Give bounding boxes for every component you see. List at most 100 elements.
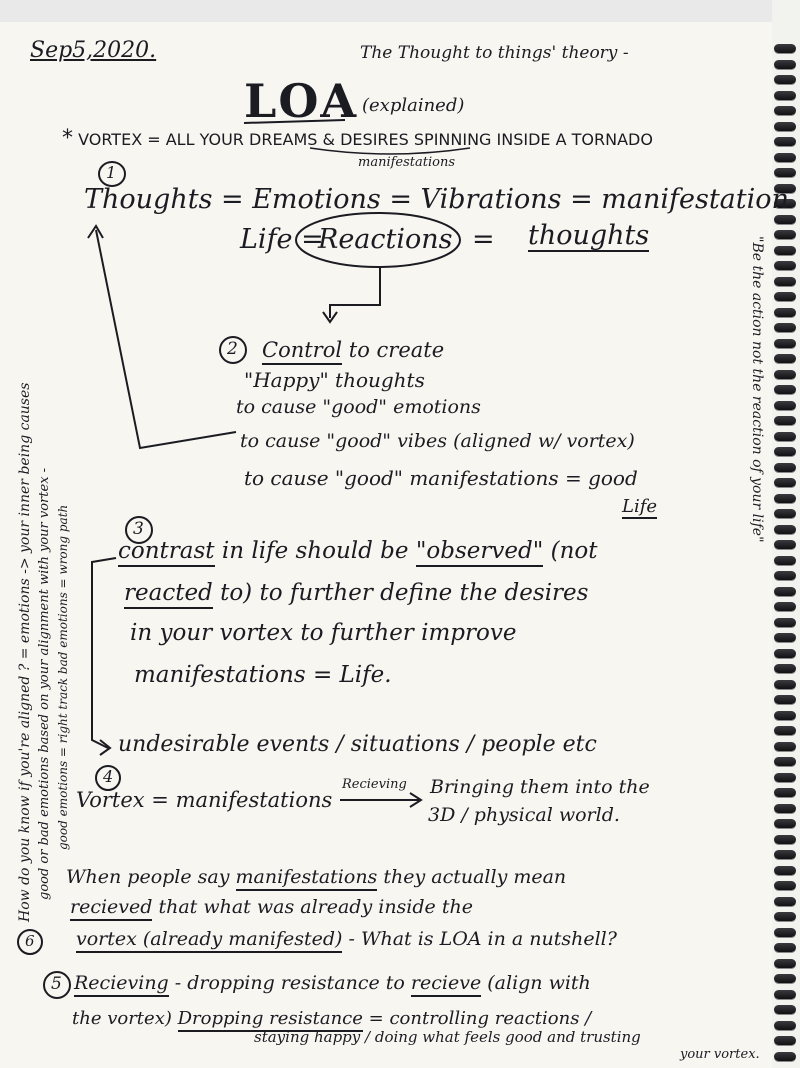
loop-back-arrow — [95, 229, 237, 450]
spiral-ring — [774, 183, 796, 193]
step-1-reactions: Reactions — [318, 224, 453, 255]
notebook-page — [0, 22, 772, 1068]
spiral-ring — [774, 664, 796, 673]
spiral-ring — [774, 555, 796, 565]
spiral-ring — [774, 230, 796, 239]
step-5-line-1: Recieving - dropping resistance to recie… — [74, 972, 591, 997]
spiral-ring — [774, 803, 796, 813]
observed-word: "observed" — [415, 538, 544, 567]
bringing-line-1: Bringing them into the — [430, 776, 650, 798]
spiral-ring — [774, 245, 796, 255]
spiral-ring — [774, 943, 796, 952]
spiral-ring — [774, 431, 796, 441]
contrast-word: contrast — [118, 538, 215, 567]
reactions-circle — [295, 212, 461, 268]
spiral-ring — [774, 912, 796, 921]
spiral-ring — [774, 168, 796, 177]
step-4-vortex: Vortex = manifestations — [76, 788, 333, 812]
step-5-number: 5 — [51, 974, 62, 994]
spiral-ring — [774, 369, 796, 379]
dreams-desires: DREAMS & DESIRES — [249, 130, 409, 149]
spiral-ring — [774, 896, 796, 906]
step-5-line-3: staying happy / doing what feels good an… — [254, 1028, 641, 1046]
circle-step-2 — [219, 336, 247, 364]
spiral-ring — [774, 106, 796, 115]
step-2-line-1: Control to create — [262, 338, 445, 365]
spiral-ring — [774, 1005, 796, 1014]
spiral-ring — [774, 586, 796, 596]
recieve-word: recieve — [410, 972, 482, 997]
recieved-word: recieved — [70, 896, 153, 921]
step-5-line-2: the vortex) Dropping resistance = contro… — [72, 1008, 592, 1032]
spiral-ring — [774, 974, 796, 983]
step-3-line-1: contrast in life should be "observed" (n… — [118, 538, 597, 567]
step-5-line-2-start: the vortex) — [72, 1008, 172, 1029]
step-5-line-2-end: = controlling reactions / — [368, 1008, 592, 1029]
vortex-already-manifested: vortex (already manifested) — [76, 928, 343, 953]
step-4-number: 4 — [103, 767, 114, 786]
header-title: The Thought to things' theory - — [360, 43, 629, 63]
spiral-ring — [774, 927, 796, 937]
margin-left-line-2: good or bad emotions based on your align… — [37, 467, 52, 900]
spiral-ring — [774, 447, 796, 456]
spiral-ring — [774, 416, 796, 425]
control-word: Control — [262, 338, 343, 365]
spiral-ring — [774, 261, 796, 270]
step-2-line-1-rest: to create — [348, 338, 445, 362]
circle-step-3 — [125, 516, 153, 544]
spiral-ring — [774, 741, 796, 751]
step-2-number: 2 — [227, 339, 238, 359]
step-2-line-2: "Happy" thoughts — [244, 368, 425, 392]
step-1-number: 1 — [106, 163, 117, 182]
spiral-ring — [774, 524, 796, 534]
step-3-line-1-mid: in life should be — [221, 538, 409, 564]
spiral-ring — [774, 292, 796, 301]
circle-step-5 — [43, 971, 71, 999]
dreams-bracket — [309, 147, 471, 155]
spiral-ring — [774, 726, 796, 735]
step-5-line-1-end: (align with — [487, 972, 591, 994]
spiral-ring — [774, 1036, 796, 1045]
step-1-equals: = — [472, 224, 495, 255]
reactions-down-arrow — [329, 268, 381, 318]
spiral-ring — [774, 679, 796, 689]
step-3-line-4: manifestations = Life. — [134, 662, 392, 688]
step-3-line-2: reacted to) to further define the desire… — [124, 580, 588, 609]
spiral-ring — [774, 121, 796, 131]
circle-step-6 — [17, 929, 43, 955]
spiral-ring — [774, 602, 796, 611]
spiral-ring — [774, 865, 796, 875]
spiral-ring — [774, 137, 796, 146]
paragraph-line-1-end: they actually mean — [383, 866, 567, 888]
spiral-ring — [774, 571, 796, 580]
spiral-ring — [774, 617, 796, 627]
paragraph-line-2-rest: that what was already inside the — [158, 896, 473, 918]
paragraph-line-1: When people say manifestations they actu… — [66, 866, 567, 891]
step-1-chain: Thoughts = Emotions = Vibrations = manif… — [84, 184, 800, 215]
spiral-ring — [774, 307, 796, 317]
manifestations-word: manifestations — [235, 866, 378, 891]
undesirable-line: undesirable events / situations / people… — [118, 732, 597, 757]
step-2-line-5: to cause "good" manifestations = good — [244, 466, 638, 490]
spiral-ring — [774, 819, 796, 828]
margin-right-quote: "Be the action not the reaction of your … — [749, 236, 765, 543]
margin-left-line-3: good emotions = right track bad emotions… — [56, 504, 70, 850]
spiral-ring — [774, 695, 796, 704]
bringing-line-2: 3D / physical world. — [428, 804, 620, 826]
spiral-ring — [774, 385, 796, 394]
date: Sep5,2020. — [30, 38, 157, 63]
spiral-ring — [774, 323, 796, 332]
manifestations-note: manifestations — [358, 155, 456, 170]
spiral-ring — [774, 462, 796, 472]
recieving-word: Recieving — [74, 972, 169, 997]
step-2-life: Life — [622, 496, 658, 519]
contrast-bracket — [91, 557, 117, 749]
spiral-ring — [774, 850, 796, 859]
spiral-ring — [774, 44, 796, 53]
spiral-ring — [774, 989, 796, 999]
spiral-ring — [774, 958, 796, 968]
circle-step-4 — [95, 765, 121, 791]
loa-underline — [243, 119, 346, 124]
spiral-ring — [774, 788, 796, 797]
